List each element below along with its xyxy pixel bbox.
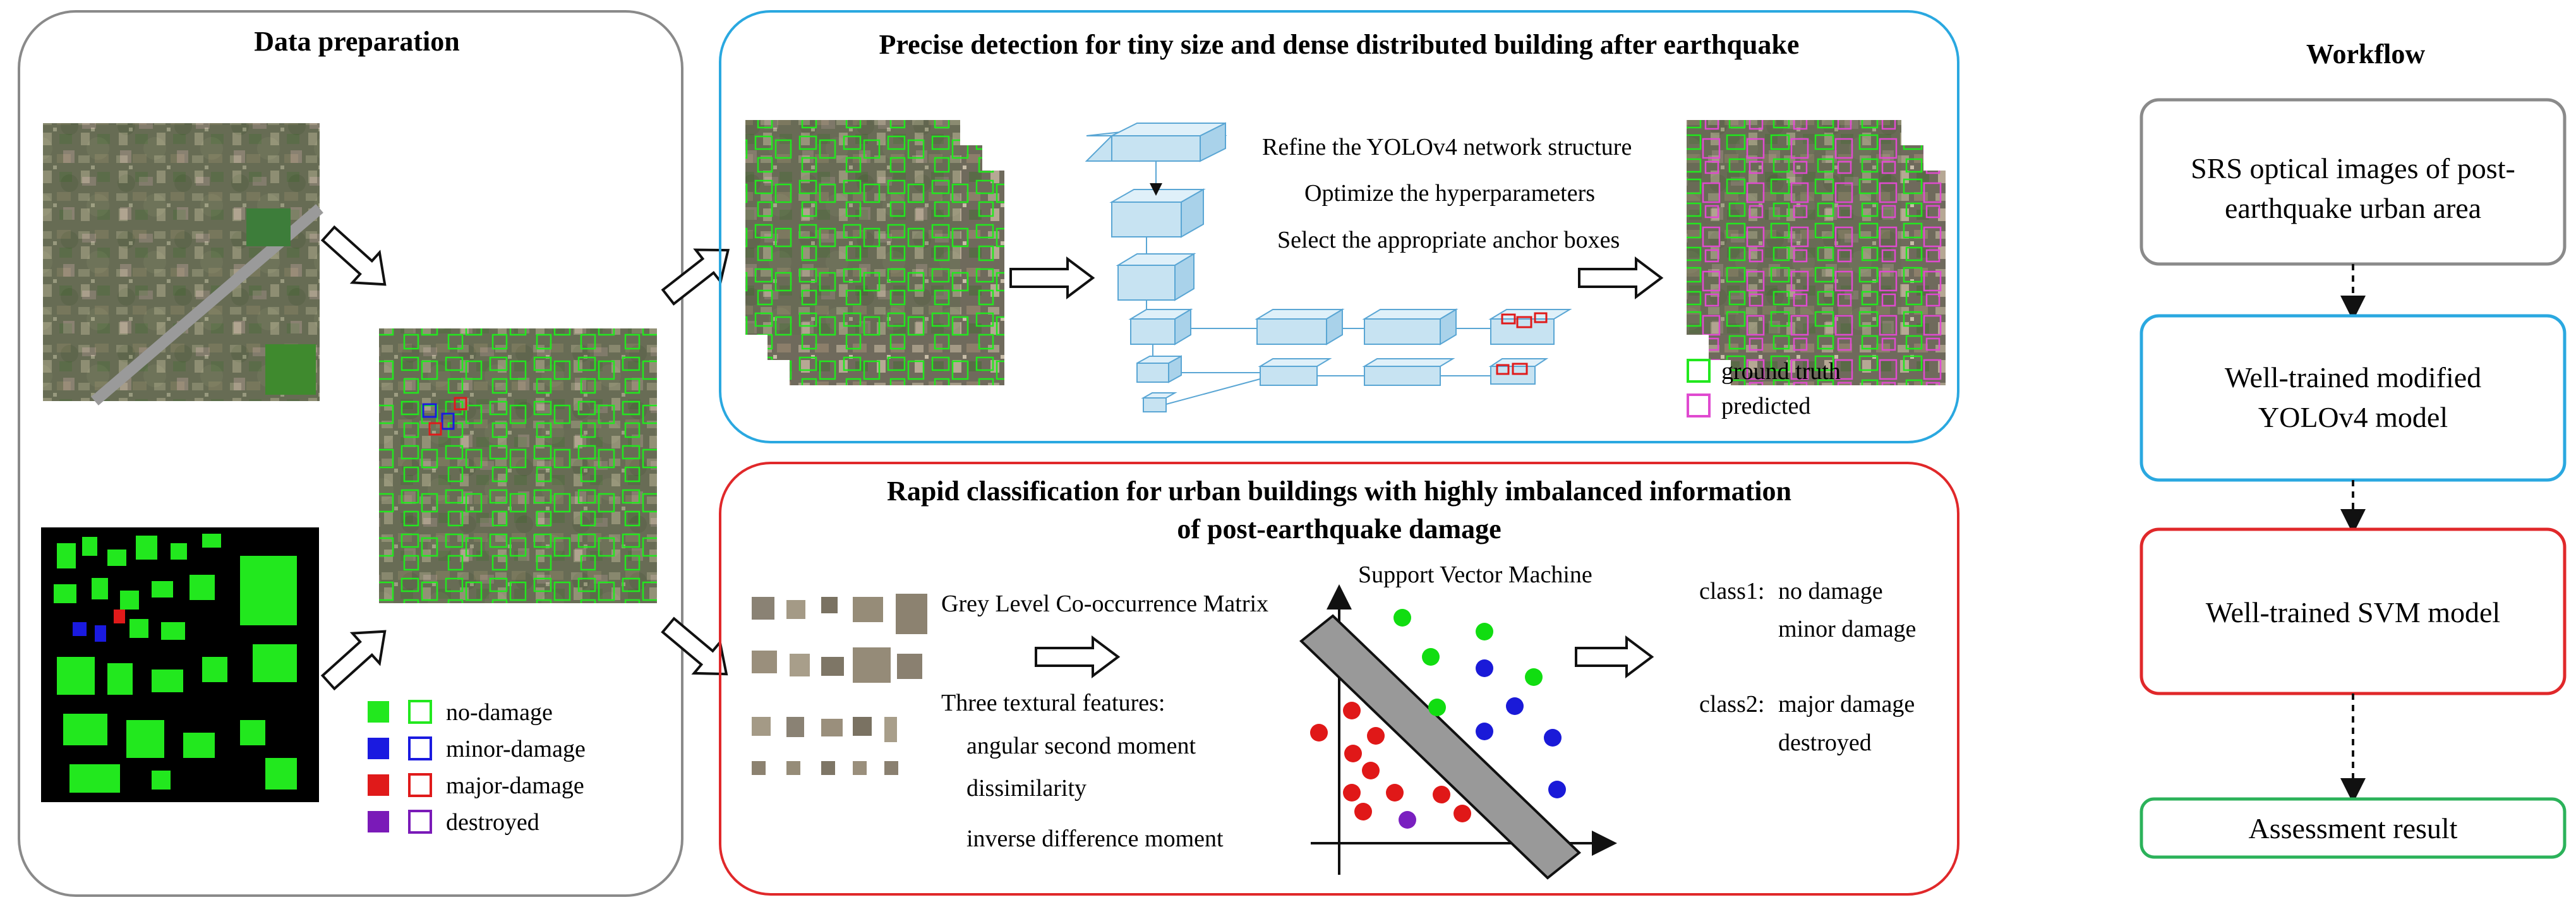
- svm-hyperplane: [1299, 614, 1582, 880]
- legend-no-damage: no-damage: [446, 699, 553, 726]
- hollow-arrow-to-classification: [661, 616, 728, 676]
- features-heading: Three textural features:: [941, 690, 1165, 716]
- workflow-step-result: [2140, 797, 2567, 859]
- workflow-step1-line1: SRS optical images of post-: [2191, 152, 2515, 184]
- workflow-column: Workflow SRS optical images of post- ear…: [2140, 39, 2567, 859]
- class1-minor-damage: minor damage: [1778, 616, 1916, 642]
- hollow-arrow-glcm: [1035, 635, 1121, 678]
- legend-predicted: predicted: [1721, 393, 1810, 419]
- workflow-step3-line1: Well-trained SVM model: [2206, 596, 2500, 628]
- hollow-arrow-mask-to-merged: [320, 630, 387, 691]
- hollow-arrow-to-prediction: [1578, 256, 1664, 299]
- feature-dissimilarity: dissimilarity: [966, 775, 1086, 802]
- classification-title-line2: of post-earthquake damage: [1177, 514, 1501, 544]
- data-preparation-title: Data preparation: [254, 26, 460, 57]
- hollow-arrow-to-detection: [661, 248, 730, 306]
- input-image-stack: [745, 120, 1004, 385]
- class1-label: class1:: [1699, 578, 1764, 604]
- hollow-arrow-to-classes: [1575, 635, 1654, 678]
- step-anchor-boxes: Select the appropriate anchor boxes: [1277, 227, 1620, 253]
- yolov4-network-diagram: [1085, 122, 1572, 412]
- legend-destroyed: destroyed: [446, 809, 539, 836]
- detection-title: Precise detection for tiny size and dens…: [879, 29, 1800, 60]
- workflow-step-yolov4: [2140, 314, 2567, 482]
- damage-mask-image: [41, 527, 319, 802]
- class2-destroyed: destroyed: [1778, 730, 1872, 756]
- detection-panel: Precise detection for tiny size and dens…: [719, 10, 1959, 443]
- step-optimize-hyperparameters: Optimize the hyperparameters: [1304, 180, 1595, 207]
- feature-idm: inverse difference moment: [966, 826, 1224, 852]
- data-preparation-panel: Data preparation: [18, 10, 683, 897]
- workflow-step1-line2: earthquake urban area: [2225, 192, 2481, 224]
- legend-major-damage: major-damage: [446, 772, 584, 799]
- hollow-arrow-pre-to-merged: [320, 225, 387, 286]
- merged-annotated-image: [379, 328, 657, 603]
- classification-panel: Rapid classification for urban buildings…: [719, 462, 1959, 896]
- workflow-title: Workflow: [2306, 39, 2425, 69]
- workflow-step2-line2: YOLOv4 model: [2258, 401, 2448, 433]
- damage-legend: no-damage minor-damage major-damage dest…: [368, 699, 586, 836]
- workflow-step2-line1: Well-trained modified: [2225, 361, 2481, 393]
- network-connections: [1146, 161, 1491, 405]
- class1-no-damage: no damage: [1778, 578, 1883, 604]
- legend-minor-damage: minor-damage: [446, 736, 586, 762]
- satellite-image-pre: [43, 123, 323, 405]
- glcm-label: Grey Level Co-occurrence Matrix: [941, 591, 1268, 617]
- hollow-arrow-to-network: [1009, 256, 1095, 299]
- legend-ground-truth: ground truth: [1721, 358, 1841, 385]
- step-refine-network: Refine the YOLOv4 network structure: [1262, 134, 1632, 160]
- prediction-image-stack: [1687, 120, 1946, 385]
- building-patches: [752, 594, 927, 775]
- svm-plot: [1299, 584, 1617, 880]
- class2-label: class2:: [1699, 691, 1764, 718]
- svm-label: Support Vector Machine: [1358, 562, 1592, 588]
- classification-title-line1: Rapid classification for urban buildings…: [887, 476, 1791, 507]
- detection-legend: ground truth predicted: [1687, 358, 1841, 419]
- class2-major-damage: major damage: [1778, 691, 1915, 718]
- detection-red-boxes: [1496, 312, 1548, 375]
- feature-asm: angular second moment: [966, 733, 1196, 759]
- workflow-step4-line1: Assessment result: [2249, 812, 2458, 844]
